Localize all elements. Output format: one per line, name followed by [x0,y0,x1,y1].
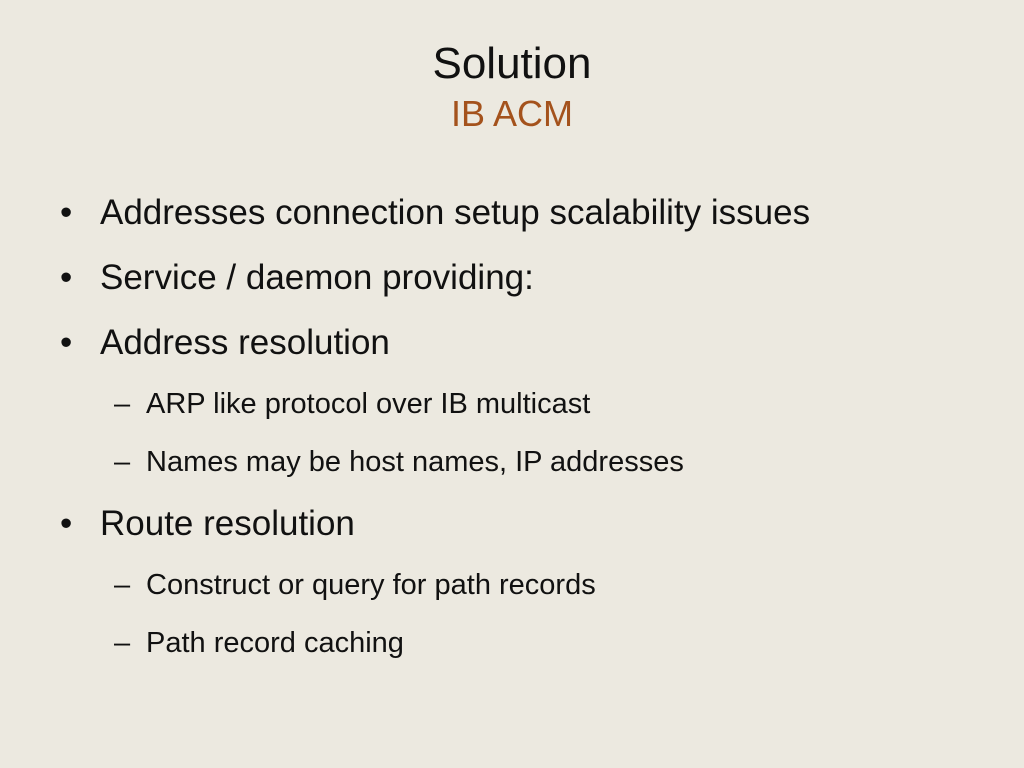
bullet-item: • Address resolution [58,318,998,368]
sub-bullet-text: Construct or query for path records [146,569,596,601]
sub-bullet-item: – Path record caching [58,622,998,664]
bullet-list: • Addresses connection setup scalability… [58,188,998,680]
bullet-icon: • [60,504,73,543]
bullet-icon: • [60,258,73,297]
bullet-item: • Addresses connection setup scalability… [58,188,998,238]
dash-icon: – [114,569,131,601]
sub-bullet-text: Path record caching [146,627,404,659]
slide-title: Solution [432,39,592,88]
sub-bullet-text: ARP like protocol over IB multicast [146,388,591,420]
bullet-icon: • [60,323,73,362]
bullet-text: Address resolution [100,323,390,362]
bullet-item: • Service / daemon providing: [58,253,998,303]
dash-icon: – [114,388,131,420]
sub-bullet-item: – Names may be host names, IP addresses [58,441,998,483]
sub-bullet-item: – Construct or query for path records [58,564,998,606]
sub-bullet-text: Names may be host names, IP addresses [146,446,684,478]
slide-subtitle: IB ACM [450,93,574,134]
dash-icon: – [114,627,131,659]
bullet-text: Service / daemon providing: [100,258,534,297]
bullet-text: Addresses connection setup scalability i… [100,193,811,232]
bullet-text: Route resolution [100,504,355,543]
sub-bullet-item: – ARP like protocol over IB multicast [58,383,998,425]
title-block: Solution IB ACM [0,36,1024,136]
bullet-icon: • [60,193,73,232]
bullet-item: • Route resolution [58,499,998,549]
dash-icon: – [114,446,131,478]
